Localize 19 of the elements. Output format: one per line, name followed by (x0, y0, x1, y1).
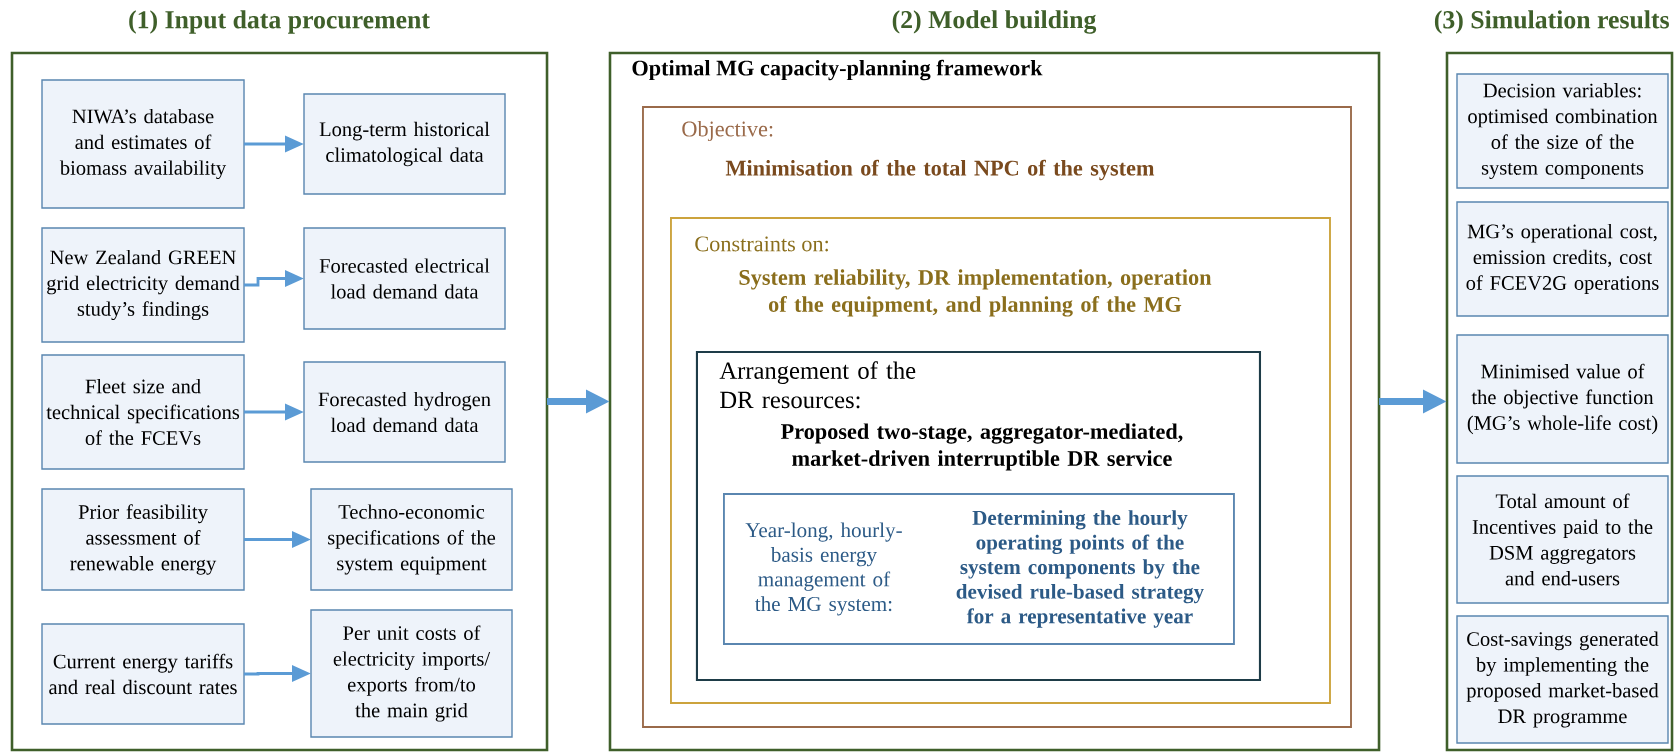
text-box: Total amount of Incentives paid to the DSM aggregators and end-users (1456, 475, 1669, 604)
node-label: (1) Input data procurement (129, 10, 430, 34)
node-label: (3) Simulation results (1434, 10, 1669, 34)
text-box: Long-term historical climatological data (303, 93, 506, 195)
text-box: NIWA’s database and estimates of biomass availability (41, 79, 245, 209)
text-box: Forecasted hydrogen load demand data (303, 361, 506, 463)
text-box: Current energy tariffs and real discount rates (41, 623, 245, 725)
text-box: Forecasted electrical load demand data (303, 227, 506, 330)
text-box: Minimised value of the objective function (MG’s whole-life cost) (1456, 334, 1669, 464)
text-box: Fleet size and technical specifications of the FCEVs (41, 354, 245, 470)
text-box: New Zealand GREEN grid electricity demand study’s findings (41, 227, 245, 343)
text-box: Cost-savings generated by implementing the proposed market-based DR programme (1456, 615, 1669, 744)
text-box: Prior feasibility assessment of renewable energy (41, 488, 245, 591)
text-box: Per unit costs of electricity imports/ exports from/to the main grid (310, 609, 513, 738)
framed-box: Year-long, hourly-basis energy management of the MG system: Determining the hourly operating points of the system components by the devised rule-based strategy for a representative year (723, 493, 1235, 645)
text-box: Decision variables: optimised combination of the size of the system components (1456, 73, 1669, 189)
text-box: MG’s operational cost, emission credits, cost of FCEV2G operations (1456, 201, 1669, 317)
text-box: Techno-economic specifications of the system equipment (310, 488, 513, 591)
node-label: (2) Model building (892, 10, 1097, 34)
